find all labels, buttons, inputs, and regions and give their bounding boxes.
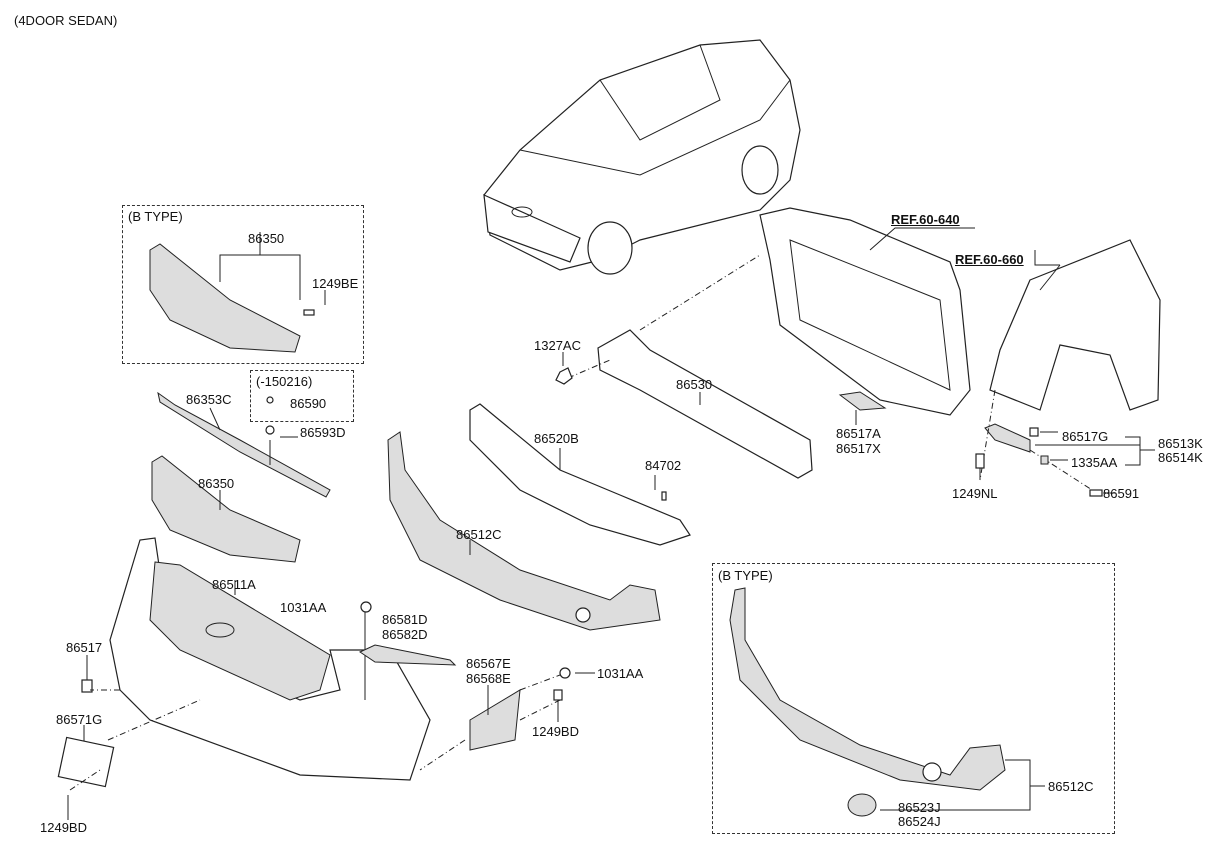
part-label[interactable]: 86520B xyxy=(534,431,579,446)
part-label[interactable]: 86517G xyxy=(1062,429,1109,444)
part-label[interactable]: 86512C xyxy=(1048,779,1094,794)
part-label[interactable]: 86530 xyxy=(676,377,713,392)
part-label[interactable]: 86512C xyxy=(456,527,502,542)
part-label[interactable]: 86568E xyxy=(466,671,511,686)
b-type-label: (B TYPE) xyxy=(718,568,773,583)
b-type-box-upper xyxy=(122,205,364,364)
car-illustration xyxy=(483,39,801,275)
front-bumper xyxy=(109,537,431,781)
part-label[interactable]: 1335AA xyxy=(1071,455,1118,470)
part-label[interactable]: 1031AA xyxy=(597,666,644,681)
ref-link[interactable]: REF.60-660 xyxy=(955,252,1024,267)
variant-label: (-150216) xyxy=(256,374,313,389)
radiator-support xyxy=(759,207,971,416)
lower-grille xyxy=(387,431,661,631)
part-label[interactable]: 1249BE xyxy=(312,276,359,291)
grille xyxy=(151,455,301,563)
b-type-box-lower xyxy=(712,563,1115,834)
part-label[interactable]: 86517X xyxy=(836,441,881,456)
part-label[interactable]: 84702 xyxy=(645,458,682,473)
part-label[interactable]: 86582D xyxy=(382,627,428,642)
part-label[interactable]: 1327AC xyxy=(534,338,581,353)
part-label[interactable]: 1249NL xyxy=(952,486,998,501)
part-label[interactable]: 86514K xyxy=(1158,450,1203,465)
grille-strip xyxy=(157,391,331,498)
part-label[interactable]: 1031AA xyxy=(280,600,327,615)
part-label[interactable]: 86511A xyxy=(212,577,256,592)
part-label[interactable]: 86350 xyxy=(248,231,285,246)
part-label[interactable]: 86581D xyxy=(382,612,428,627)
b-type-label: (B TYPE) xyxy=(128,209,183,224)
part-label[interactable]: 86590 xyxy=(290,396,327,411)
part-label[interactable]: 1249BD xyxy=(40,820,87,835)
part-label[interactable]: 86517 xyxy=(66,640,103,655)
bumper-beam xyxy=(597,329,813,479)
ref-link[interactable]: REF.60-640 xyxy=(891,212,960,227)
lower-grille-b-type xyxy=(729,587,1006,791)
part-label[interactable]: 86571G xyxy=(56,712,103,727)
variant-box xyxy=(250,370,354,422)
grille-b-type xyxy=(149,243,301,353)
part-label[interactable]: 86593D xyxy=(300,425,346,440)
diagram-title: (4DOOR SEDAN) xyxy=(14,13,118,28)
part-label[interactable]: 86523J xyxy=(898,800,941,815)
part-label[interactable]: 86513K xyxy=(1158,436,1203,451)
part-label[interactable]: 86567E xyxy=(466,656,511,671)
energy-absorber xyxy=(469,403,691,546)
part-label[interactable]: 86524J xyxy=(898,814,941,829)
front-fender xyxy=(989,239,1161,411)
part-label[interactable]: 86517A xyxy=(836,426,881,441)
part-label[interactable]: 86350 xyxy=(198,476,235,491)
part-label[interactable]: 86353C xyxy=(186,392,232,407)
part-label[interactable]: 1249BD xyxy=(532,724,579,739)
part-label[interactable]: 86591 xyxy=(1103,486,1140,501)
